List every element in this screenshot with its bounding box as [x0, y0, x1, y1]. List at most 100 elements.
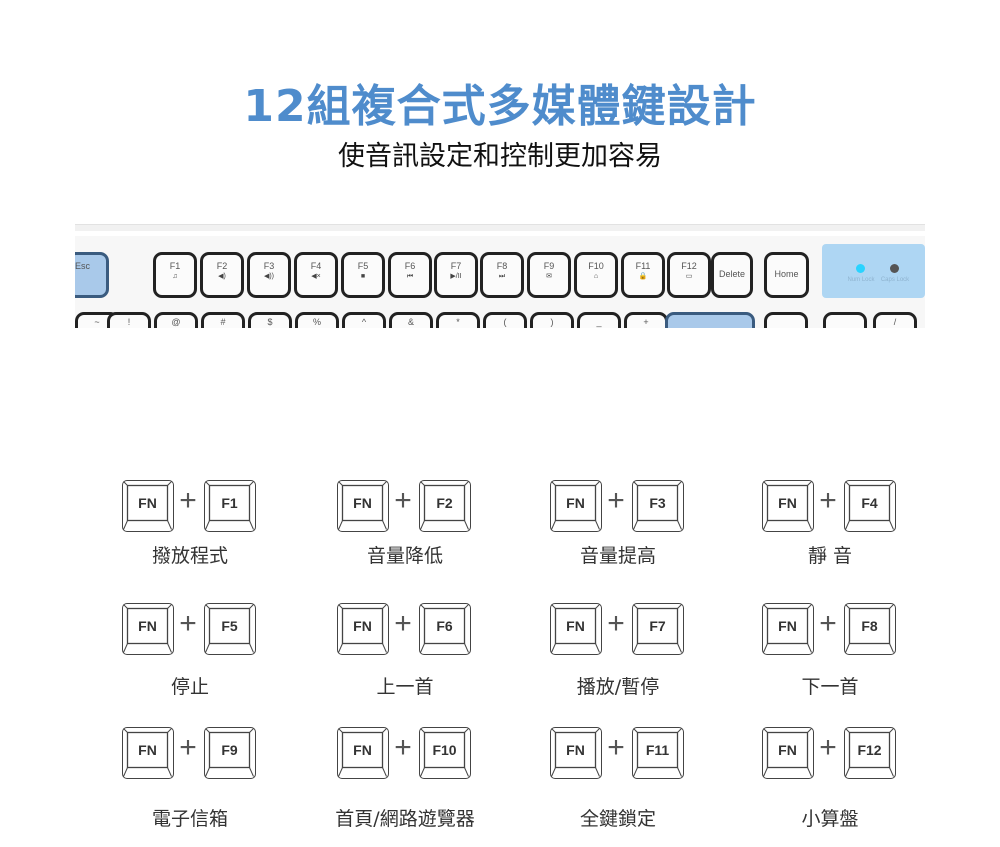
shortcut-fn-f2: FN + F2 音量降低	[315, 480, 495, 600]
fn-keycap: FN	[337, 727, 389, 779]
fn-keycap-label: FN	[566, 742, 585, 758]
fkey-label: F4	[310, 261, 322, 271]
key-f4: F4 ◀×	[294, 252, 338, 298]
shortcut-fn-f8: FN + F8 下一首	[740, 603, 920, 723]
shortcut-description: 上一首	[376, 676, 434, 698]
function-keycap: F11	[632, 727, 684, 779]
function-keycap: F6	[419, 603, 471, 655]
key-home-label: Home	[774, 269, 799, 279]
function-keycap-label: F5	[221, 618, 238, 634]
function-keycap: F3	[632, 480, 684, 532]
fn-keycap: FN	[122, 480, 174, 532]
function-keycap-label: F8	[861, 618, 878, 634]
shortcut-description: 靜 音	[807, 545, 853, 567]
key-combination: FN + F2	[315, 480, 495, 534]
shortcut-fn-f5: FN + F5 停止	[100, 603, 280, 723]
number-row-key-label: )	[550, 317, 554, 327]
fn-keycap-label: FN	[353, 495, 372, 511]
key-combination: FN+F10	[315, 727, 495, 781]
fn-keycap: FN	[122, 727, 174, 779]
number-row-key: ^	[342, 312, 386, 328]
key-combination: FN + F8	[740, 603, 920, 657]
keycap-bevel-graphic	[205, 728, 254, 777]
fkey-media-icon: ⌂	[593, 273, 599, 280]
shortcut-description: 音量提高	[579, 545, 656, 567]
key-delete-label: Delete	[718, 269, 745, 279]
fkey-media-icon: ⏭	[498, 273, 506, 280]
key-combination: FN+F6	[315, 603, 495, 657]
keycap-bevel-graphic	[763, 481, 812, 530]
function-keycap-label: F7	[649, 618, 666, 634]
number-row-key-label: _	[596, 317, 602, 327]
plus-sign: +	[179, 484, 197, 517]
fkey-label: F9	[543, 261, 555, 271]
shortcut-description: 下一首	[801, 676, 859, 698]
keycap-bevel-graphic	[633, 728, 682, 777]
number-row-key	[764, 312, 808, 328]
page-subtitle: 使音訊設定和控制更加容易	[338, 141, 662, 172]
plus-sign: +	[394, 484, 412, 517]
keycap-bevel-graphic	[338, 604, 387, 653]
shortcut-description: 首頁/網路遊覽器	[335, 808, 475, 830]
keycap-bevel-graphic	[633, 604, 682, 653]
function-keycap: F8	[844, 603, 896, 655]
fkey-label: F12	[681, 261, 697, 271]
function-keycap: F1	[204, 480, 256, 532]
fn-keycap-label: FN	[778, 495, 797, 511]
function-keycap-label: F3	[649, 495, 666, 511]
number-row-key-label: %	[312, 317, 321, 327]
key-combination: FN + F1	[100, 480, 280, 534]
fkey-media-icon: ✉	[546, 273, 552, 280]
fkey-media-icon: ⏮	[406, 273, 414, 280]
fn-keycap: FN	[550, 727, 602, 779]
keycap-bevel-graphic	[551, 604, 600, 653]
plus-sign: +	[179, 607, 197, 640]
key-combination: FN+F7	[528, 603, 708, 657]
fkey-label: F7	[450, 261, 462, 271]
fn-keycap: FN	[762, 727, 814, 779]
fn-keycap-label: FN	[138, 495, 157, 511]
fn-keycap: FN	[122, 603, 174, 655]
plus-sign: +	[819, 731, 837, 764]
function-keycap-label: F6	[436, 618, 453, 634]
number-row-key-label: (	[503, 317, 507, 327]
fn-keycap-label: FN	[353, 742, 372, 758]
key-home: Home	[764, 252, 809, 298]
number-row-key-label: ~	[94, 317, 100, 327]
number-row-key-label: *	[456, 317, 460, 327]
fn-keycap-label: FN	[138, 618, 157, 634]
function-keycap-label: F2	[436, 495, 453, 511]
key-f11: F11🔒	[621, 252, 665, 298]
plus-sign: +	[819, 607, 837, 640]
number-row-key: /	[873, 312, 917, 328]
number-row-key	[823, 312, 867, 328]
keyboard-top-edge	[75, 224, 925, 231]
key-combination: FN+F9	[100, 727, 280, 781]
fn-keycap-label: FN	[566, 495, 585, 511]
shortcut-description: 音量降低	[366, 545, 443, 567]
keycap-bevel-graphic	[633, 481, 682, 530]
caps-lock-led	[890, 264, 899, 273]
fkey-label: F6	[404, 261, 416, 271]
function-keycap: F10	[419, 727, 471, 779]
function-keycap-label: F4	[861, 495, 878, 511]
number-row-key: )	[530, 312, 574, 328]
shortcut-description: 停止	[170, 676, 209, 698]
fn-keycap-label: FN	[778, 618, 797, 634]
keycap-bevel-graphic	[420, 728, 469, 777]
function-keycap: F9	[204, 727, 256, 779]
fkey-label: F3	[263, 261, 275, 271]
key-backspace	[665, 312, 755, 328]
key-esc: Esc	[75, 252, 109, 298]
fn-keycap: FN	[762, 603, 814, 655]
key-f2: F2◀)	[200, 252, 244, 298]
keycap-bevel-graphic	[338, 728, 387, 777]
plus-sign: +	[607, 484, 625, 517]
key-f8: F8⏭	[480, 252, 524, 298]
fkey-media-icon: ◀×	[311, 273, 321, 280]
function-keycap-label: F1	[221, 495, 238, 511]
shortcut-description: 全鍵鎖定	[579, 808, 656, 830]
function-keycap: F2	[419, 480, 471, 532]
